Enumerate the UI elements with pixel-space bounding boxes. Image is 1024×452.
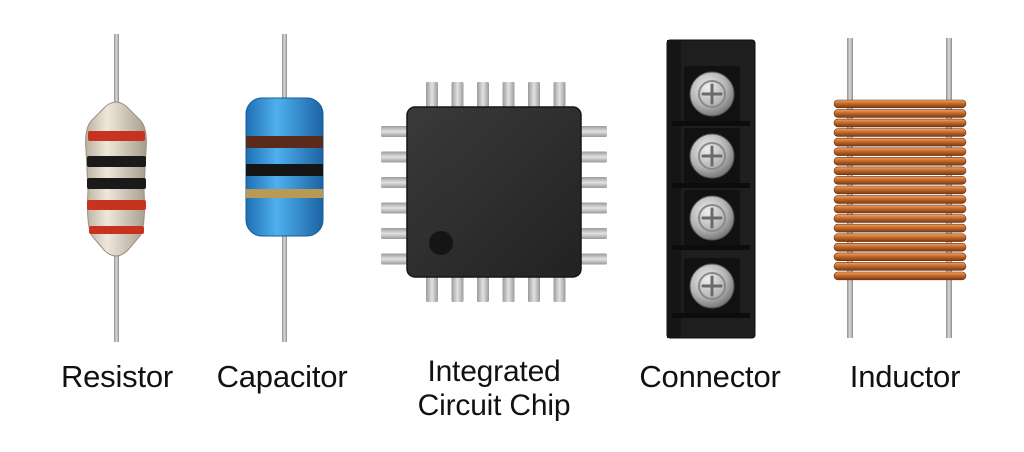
ic-pin-left — [381, 202, 409, 214]
capacitor-lead-bottom — [282, 230, 287, 342]
capacitor-lead-top — [282, 34, 287, 104]
inductor-illustration — [833, 38, 967, 338]
coil-winding — [833, 157, 967, 166]
coil-winding — [833, 195, 967, 204]
ic-pin1-marker — [429, 231, 453, 255]
ic-label-line-2: Circuit Chip — [417, 389, 571, 422]
connector-divider — [672, 183, 750, 188]
capacitor-label: Capacitor — [216, 359, 348, 394]
connector-label: Connector — [639, 359, 781, 394]
screw-slot-icon — [701, 275, 723, 297]
resistor-illustration — [85, 34, 147, 342]
ic-pin-right — [579, 126, 607, 137]
screw-head-ring — [698, 142, 726, 170]
ic-pins — [381, 82, 607, 302]
resistor-lead-bottom — [114, 244, 119, 342]
connector-side-rail — [667, 40, 681, 338]
screw-head-ring — [698, 80, 726, 108]
coil-winding — [833, 262, 967, 271]
ic-pin-bottom — [553, 275, 566, 302]
ic-pin-left — [381, 253, 409, 265]
coil-winding — [833, 204, 967, 214]
coil-winding — [833, 223, 967, 233]
screw-head-ring — [698, 204, 726, 232]
coil-winding — [833, 137, 967, 147]
capacitor-band-1 — [246, 136, 323, 148]
capacitor-band-3 — [246, 189, 323, 198]
ic-pin-top — [451, 82, 464, 109]
coil-winding — [833, 118, 967, 128]
ic-pin-right — [579, 151, 607, 163]
connector-divider — [672, 313, 750, 318]
coil-winding — [833, 147, 967, 156]
connector-illustration — [666, 39, 756, 339]
screw-slot-icon — [701, 83, 723, 105]
screw-slot-icon — [701, 145, 723, 167]
ic-pin-left — [381, 228, 409, 239]
inductor-label: Inductor — [849, 359, 961, 394]
ic-pin-bottom — [426, 275, 438, 302]
ic-label-line-1: Integrated — [427, 355, 561, 388]
screw-slot-icon — [701, 207, 723, 229]
screw-head-ring — [698, 272, 726, 300]
ic-pin-top — [528, 82, 540, 109]
coil-winding — [833, 252, 967, 262]
ic-pin-top — [426, 82, 438, 109]
ic-label: Integrated Circuit Chip — [396, 355, 592, 423]
resistor-band-3 — [87, 178, 146, 189]
ic-pin-top — [553, 82, 566, 109]
coil-winding — [833, 271, 967, 281]
capacitor-illustration — [245, 34, 324, 342]
ic-body — [406, 106, 582, 278]
capacitor-band-2 — [246, 164, 323, 176]
ic-pin-left — [381, 126, 409, 137]
resistor-band-2 — [87, 156, 146, 167]
connector-screws — [672, 66, 750, 318]
coil-winding — [833, 128, 967, 137]
ic-pin-right — [579, 177, 607, 188]
connector-divider — [672, 245, 750, 250]
ic-pin-top — [477, 82, 489, 109]
coil-winding — [833, 99, 967, 109]
ic-pin-bottom — [451, 275, 464, 302]
inductor-coil — [833, 99, 967, 281]
resistor-lead-top — [114, 34, 119, 116]
ic-pin-right — [579, 228, 607, 239]
resistor-band-4 — [87, 200, 146, 210]
coil-winding — [833, 233, 967, 242]
resistor-label: Resistor — [60, 359, 174, 394]
ic-illustration — [381, 82, 607, 302]
coil-winding — [833, 109, 967, 118]
coil-winding — [833, 243, 967, 252]
ic-pin-left — [381, 177, 409, 188]
ic-pin-top — [502, 82, 515, 109]
ic-pin-bottom — [502, 275, 515, 302]
resistor-band-1 — [88, 131, 145, 141]
ic-pin-bottom — [477, 275, 489, 302]
coil-winding — [833, 176, 967, 185]
ic-pin-right — [579, 202, 607, 214]
coil-winding — [833, 185, 967, 195]
resistor-band-5 — [89, 226, 144, 234]
ic-pin-bottom — [528, 275, 540, 302]
coil-winding — [833, 214, 967, 223]
connector-divider — [672, 121, 750, 126]
coil-winding — [833, 166, 967, 176]
ic-pin-left — [381, 151, 409, 163]
ic-pin-right — [579, 253, 607, 265]
